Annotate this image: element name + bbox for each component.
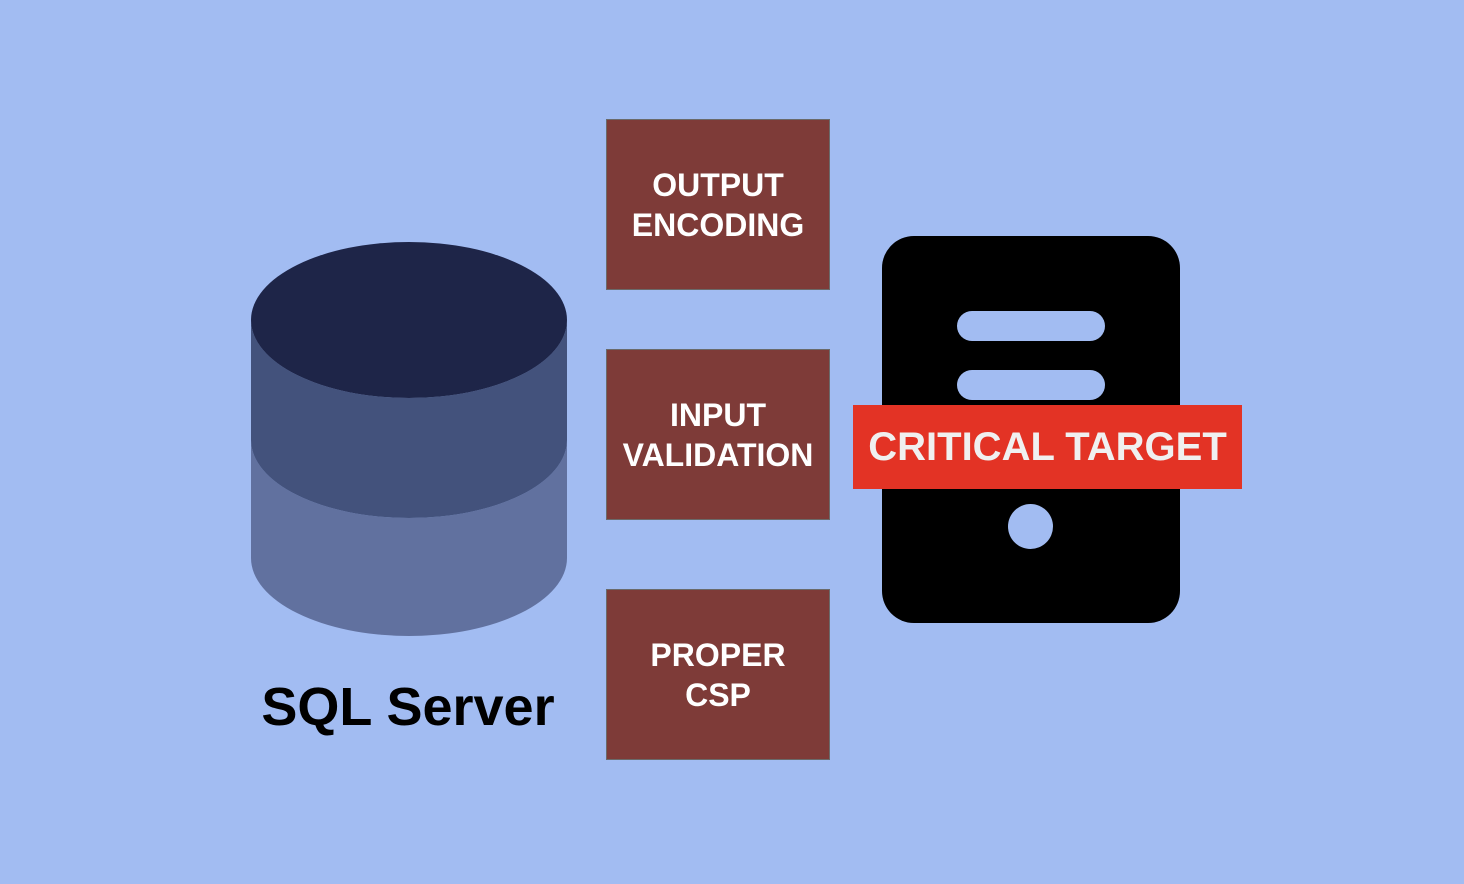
database-top-cap bbox=[251, 242, 567, 398]
server-power-button bbox=[1008, 504, 1053, 549]
defense-label-line1: PROPER bbox=[650, 636, 786, 673]
defense-label-line1: INPUT bbox=[670, 396, 766, 433]
server-drive-slot bbox=[957, 311, 1105, 341]
defense-proper-csp: PROPER CSP bbox=[606, 589, 830, 760]
server-drive-slot bbox=[957, 370, 1105, 400]
database-icon bbox=[251, 242, 567, 636]
database-middle-segment bbox=[251, 320, 567, 518]
defense-input-validation: INPUT VALIDATION bbox=[606, 349, 830, 520]
defense-label-line1: OUTPUT bbox=[652, 166, 784, 203]
defense-label-line2: CSP bbox=[685, 676, 751, 713]
critical-target-banner: CRITICAL TARGET bbox=[853, 405, 1242, 489]
defense-label-line2: VALIDATION bbox=[622, 436, 814, 473]
database-lower-segment bbox=[251, 440, 567, 636]
defense-label-line2: ENCODING bbox=[631, 206, 805, 243]
critical-target-label: CRITICAL TARGET bbox=[868, 424, 1227, 469]
defense-output-encoding: OUTPUT ENCODING bbox=[606, 119, 830, 290]
database-label: SQL Server bbox=[261, 677, 555, 737]
